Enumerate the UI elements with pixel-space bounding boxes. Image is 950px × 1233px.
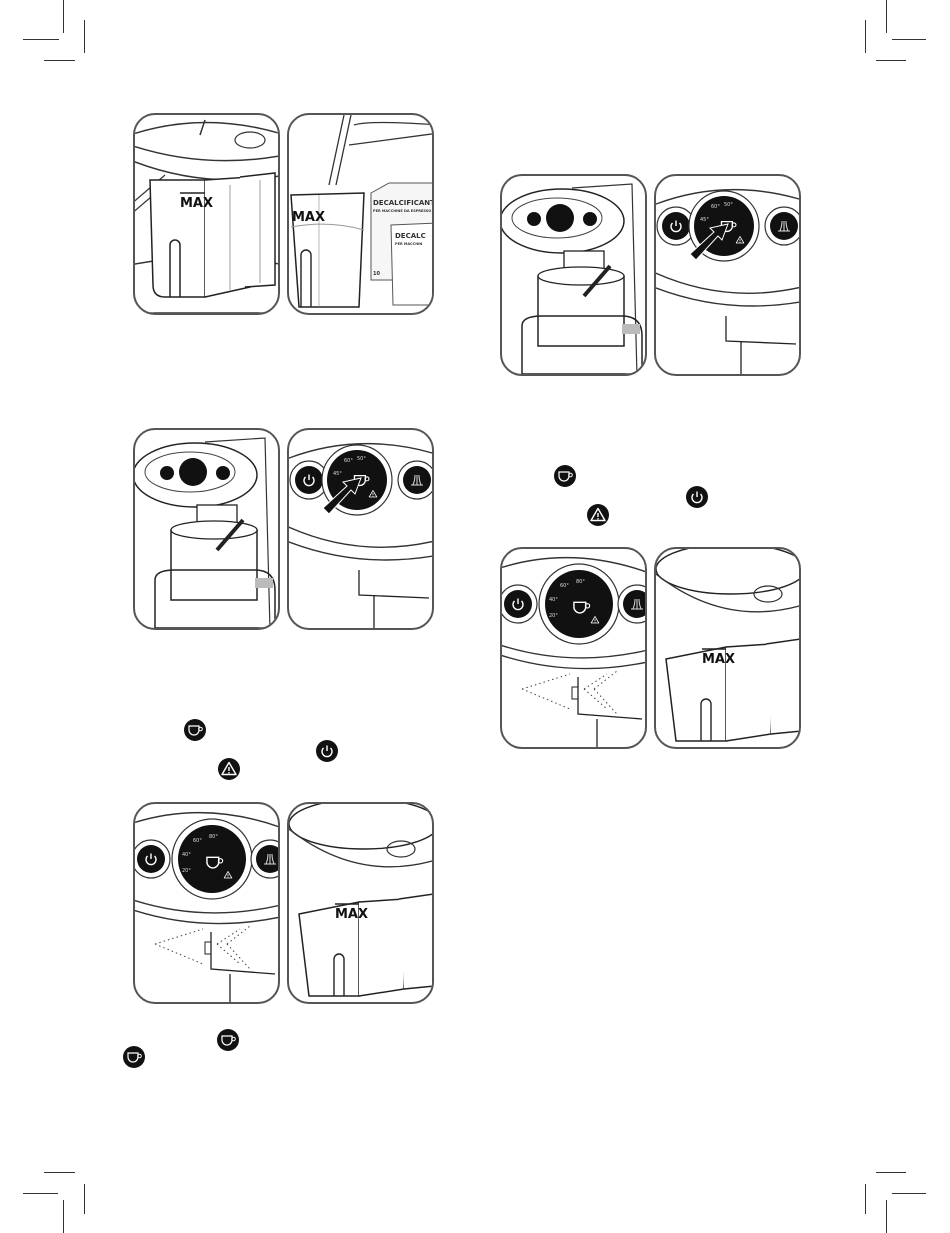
crop-mark	[876, 1172, 906, 1173]
dial-label: 50°	[357, 456, 366, 462]
tank-max-label: MAX	[180, 196, 213, 211]
crop-mark	[23, 1193, 58, 1194]
dial-label: 80°	[576, 579, 585, 585]
crop-mark	[892, 1193, 926, 1194]
cup-icon	[217, 1029, 239, 1051]
illustration-remove-tank: MAX	[287, 802, 434, 1004]
dial-label: 60°	[193, 838, 202, 844]
crop-mark	[865, 20, 866, 53]
dial-label: 60°	[711, 204, 720, 210]
illustration-pour-descaler: MAX DECALCIFICANTE PER MACCHINE DA ESPRE…	[287, 113, 434, 315]
illustration-remove-tank: MAX	[654, 547, 801, 749]
dial-label: 40°	[182, 852, 191, 858]
dial-label: 60°	[344, 458, 353, 464]
illustration-cup-under-spout	[500, 174, 647, 376]
crop-mark	[44, 1172, 75, 1173]
descaler-box-title: DECALCIFICANTE	[373, 199, 432, 207]
crop-mark	[886, 0, 887, 33]
crop-mark	[44, 60, 75, 61]
cup-icon	[554, 465, 576, 487]
crop-mark	[892, 39, 926, 40]
press-arrow-icon	[322, 477, 362, 515]
power-icon	[686, 486, 708, 508]
tank-max-label: MAX	[335, 907, 368, 922]
illustration-press-cup-button: 45° 60° 50°	[287, 428, 434, 630]
tank-max-label: MAX	[702, 652, 735, 667]
illustration-water-tank-max: MAX	[133, 113, 280, 315]
power-icon	[316, 740, 338, 762]
sachet-title: DECALC	[395, 232, 426, 240]
dial-label: 40°	[549, 597, 558, 603]
illustration-press-cup-button: 45° 60° 50°	[654, 174, 801, 376]
dial-label: 45°	[333, 471, 342, 477]
dial-label: 80°	[209, 834, 218, 840]
crop-mark	[84, 20, 85, 53]
crop-mark	[886, 1200, 887, 1233]
dial-label: 45°	[700, 217, 709, 223]
illustration-panel-lights-drain: 20° 40° 60° 80°	[133, 802, 280, 1004]
crop-mark	[865, 1184, 866, 1214]
warning-icon	[587, 504, 609, 526]
illustration-cup-under-spout	[133, 428, 280, 630]
crop-mark	[23, 39, 59, 40]
illustration-panel-lights-drain: 20° 40° 60° 80°	[500, 547, 647, 749]
crop-mark	[876, 60, 906, 61]
dial-label: 20°	[182, 868, 191, 874]
press-arrow-icon	[689, 223, 729, 261]
dial-label: 20°	[549, 613, 558, 619]
cup-icon	[184, 719, 206, 741]
crop-mark	[63, 1200, 64, 1233]
box-count: 10	[373, 271, 380, 277]
tank-max-label: MAX	[292, 210, 325, 225]
dial-label: 60°	[560, 583, 569, 589]
dial-label: 50°	[724, 202, 733, 208]
crop-mark	[84, 1184, 85, 1214]
warning-icon	[218, 758, 240, 780]
crop-mark	[63, 0, 64, 33]
cup-icon	[123, 1046, 145, 1068]
descaler-box-subtitle: PER MACCHINE DA ESPRESSO	[373, 209, 431, 213]
sachet-subtitle: PER MACCHIN	[395, 242, 422, 246]
